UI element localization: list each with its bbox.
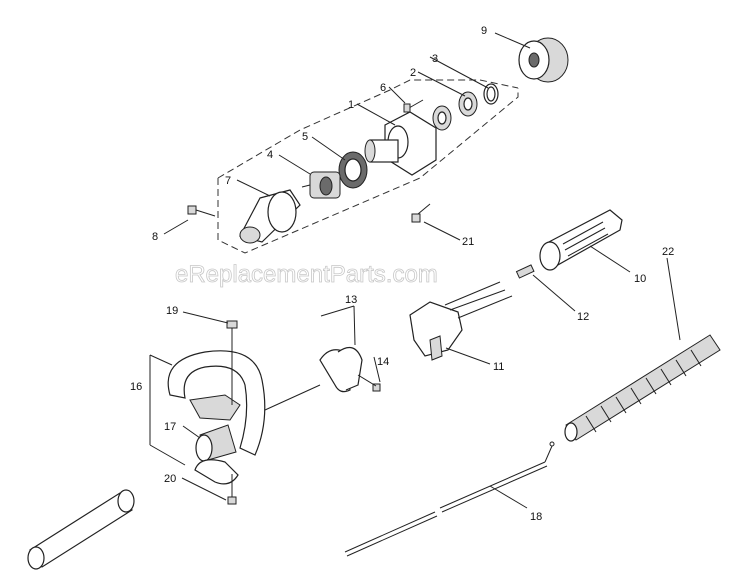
part-cone (239, 189, 301, 244)
callout-8: 8 (152, 231, 158, 243)
part-damper (338, 151, 368, 189)
callout-12: 12 (577, 311, 589, 323)
callout-6: 6 (380, 82, 386, 94)
part-bolt-18 (226, 320, 238, 405)
callout-14: 14 (377, 356, 389, 368)
callout-labels: 9 3 2 6 1 5 4 7 8 21 10 22 12 13 19 14 1… (130, 25, 674, 523)
part-screw-20 (411, 203, 431, 223)
callout-5: 5 (302, 131, 308, 143)
part-drive-cable (344, 441, 555, 557)
callout-16: 16 (130, 381, 142, 393)
group-outline-bottom (217, 88, 519, 254)
gear-case-group (217, 79, 519, 254)
part-sleeve (195, 424, 237, 462)
group-outline-top (217, 79, 480, 179)
callout-7: 7 (225, 175, 231, 187)
part-coupling (301, 171, 341, 199)
part-gear-case (364, 111, 437, 176)
callout-13: 13 (345, 294, 357, 306)
callout-3: 3 (432, 53, 438, 65)
callout-10: 10 (634, 273, 646, 285)
part-snap-ring (483, 83, 499, 105)
group-outline-right (479, 79, 519, 89)
callout-19: 20 (164, 473, 176, 485)
watermark: eReplacementParts.com (175, 261, 438, 288)
part-clamp (319, 346, 381, 393)
part-bolt-8 (187, 205, 216, 217)
callout-21: 18 (530, 511, 542, 523)
callout-9: 9 (481, 25, 487, 37)
callout-4: 4 (267, 149, 273, 161)
callout-22: 22 (662, 246, 674, 258)
callout-1: 1 (348, 99, 354, 111)
callout-18: 19 (166, 305, 178, 317)
part-lower-clamp (194, 459, 239, 505)
part-shaft-tube (27, 489, 135, 570)
part-flex-liner (564, 334, 721, 442)
part-throttle (409, 281, 513, 361)
part-screw-6 (403, 99, 424, 113)
part-pin (515, 264, 535, 279)
callout-2: 2 (410, 67, 416, 79)
callout-11: 11 (493, 361, 504, 373)
part-bearings (432, 91, 478, 131)
part-clutch-drum (518, 37, 569, 83)
callout-20: 21 (462, 236, 474, 248)
part-grip (539, 209, 623, 271)
part-loop-handle (167, 350, 321, 456)
callout-17: 17 (164, 421, 176, 433)
leader-lines (149, 32, 681, 509)
